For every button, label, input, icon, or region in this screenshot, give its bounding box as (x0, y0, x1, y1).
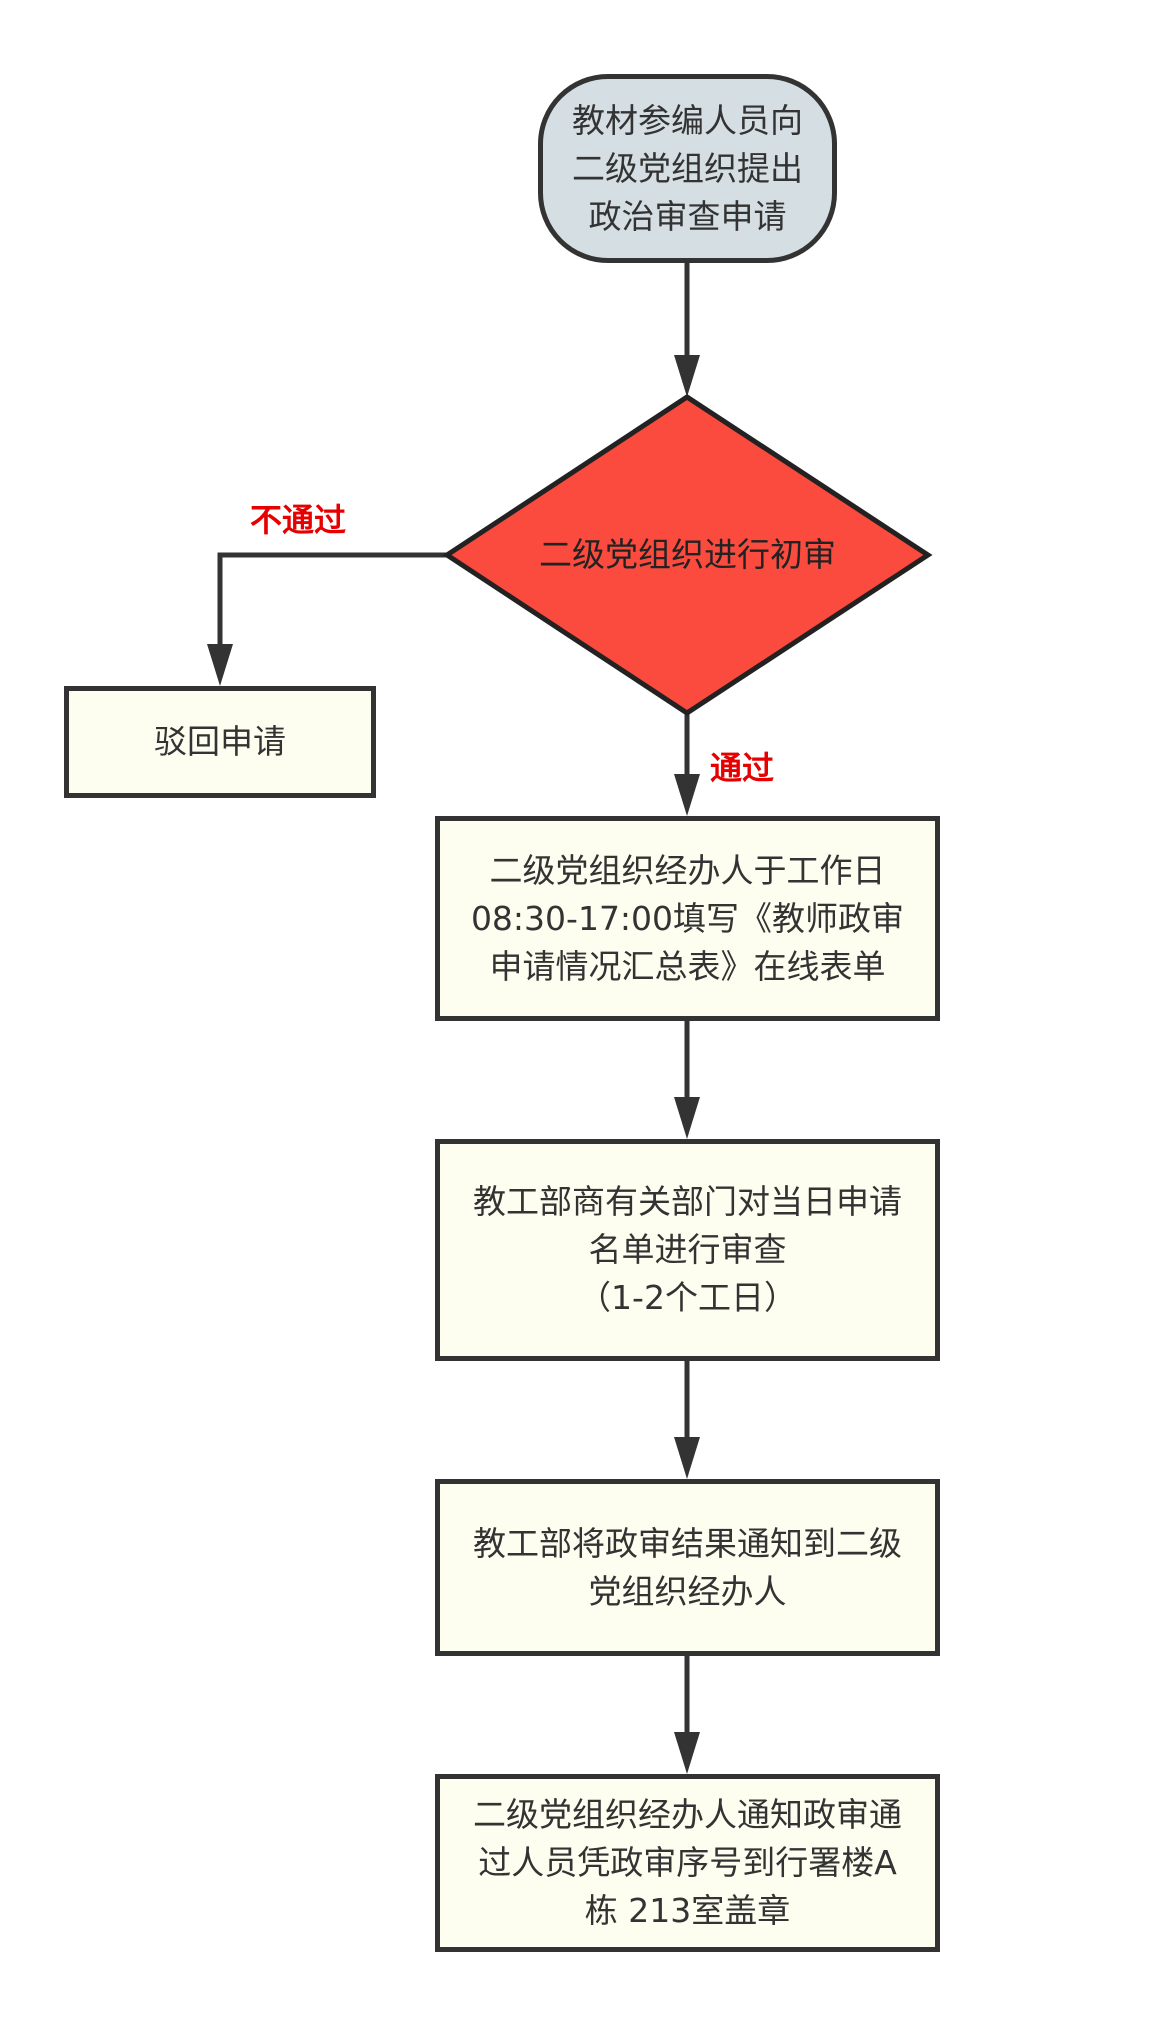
arrowhead (674, 1732, 700, 1774)
reject-node: 驳回申请 (64, 686, 376, 798)
decision-node-label: 二级党组织进行初审 (539, 535, 836, 574)
arrowhead (674, 774, 700, 816)
pass-edge-label: 通过 (710, 749, 775, 787)
step3-node: 教工部将政审结果通知到二级 党组织经办人 (435, 1479, 940, 1656)
step4-node: 二级党组织经办人通知政审通 过人员凭政审序号到行署楼A 栋 213室盖章 (435, 1774, 940, 1952)
arrow-decision-to-reject (217, 552, 447, 645)
start-node: 教材参编人员向 二级党组织提出 政治审查申请 (538, 74, 837, 263)
step2-node: 教工部商有关部门对当日申请 名单进行审查 （1-2个工日） (435, 1139, 940, 1361)
arrowhead (674, 1437, 700, 1479)
fail-edge-label: 不通过 (250, 501, 347, 539)
step1-node: 二级党组织经办人于工作日 08:30-17:00填写《教师政审 申请情况汇总表》… (435, 816, 940, 1021)
arrowhead (207, 644, 233, 686)
arrowhead (674, 355, 700, 397)
decision-diamond (442, 394, 933, 716)
arrowhead (674, 1097, 700, 1139)
